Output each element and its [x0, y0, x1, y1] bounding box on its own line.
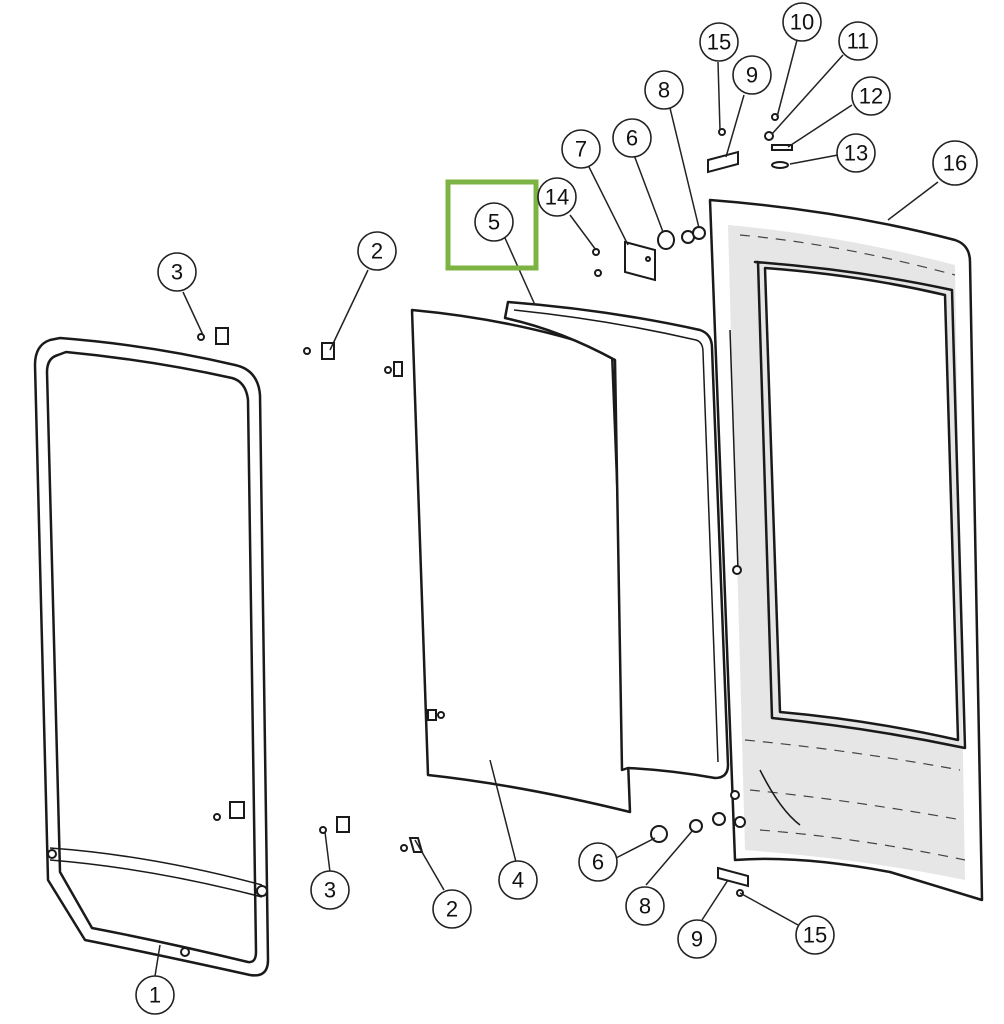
callout-15-bottom: 15: [795, 915, 835, 955]
svg-text:12: 12: [859, 84, 883, 109]
svg-text:14: 14: [545, 185, 569, 210]
svg-text:15: 15: [707, 30, 731, 55]
callout-10: 10: [782, 2, 822, 42]
svg-text:13: 13: [844, 141, 868, 166]
callout-8-bottom: 8: [625, 886, 665, 926]
callout-3-top: 3: [157, 252, 197, 292]
hardware-parts: [197, 113, 793, 897]
callout-5: 5: [474, 202, 514, 242]
svg-text:15: 15: [803, 923, 827, 948]
svg-text:9: 9: [691, 927, 703, 952]
callout-2-bottom: 2: [432, 889, 472, 929]
svg-text:16: 16: [943, 151, 967, 176]
svg-text:3: 3: [171, 260, 183, 285]
callout-8-top: 8: [644, 70, 684, 110]
callout-4: 4: [498, 860, 538, 900]
callout-15-top: 15: [699, 22, 739, 62]
callout-1: 1: [135, 975, 175, 1015]
part-4-glass-panel: [410, 308, 632, 814]
svg-text:6: 6: [592, 850, 604, 875]
svg-text:10: 10: [790, 10, 814, 35]
svg-text:8: 8: [639, 894, 651, 919]
callout-3-bottom: 3: [310, 870, 350, 910]
svg-text:8: 8: [658, 78, 670, 103]
leader-lines: [154, 39, 939, 977]
svg-text:11: 11: [847, 29, 870, 54]
callout-2-top: 2: [357, 231, 397, 271]
svg-text:9: 9: [746, 63, 758, 88]
callout-9-top: 9: [732, 55, 772, 95]
svg-text:2: 2: [446, 897, 458, 922]
svg-text:4: 4: [512, 868, 524, 893]
callout-11: 11: [838, 21, 878, 61]
svg-text:5: 5: [488, 210, 500, 235]
part-16-door-frame: [708, 198, 984, 902]
svg-text:6: 6: [626, 126, 638, 151]
callout-12: 12: [851, 76, 891, 116]
part-5-gasket: [503, 300, 730, 780]
svg-text:2: 2: [371, 239, 383, 264]
callout-13: 13: [836, 133, 876, 173]
part-1-frame: [33, 336, 270, 977]
highlight-box: [445, 179, 539, 271]
callout-7: 7: [561, 129, 601, 169]
callout-14: 14: [537, 177, 577, 217]
svg-text:1: 1: [149, 983, 161, 1008]
svg-text:3: 3: [324, 878, 336, 903]
callout-16: 16: [932, 140, 978, 186]
callout-9-bottom: 9: [677, 919, 717, 959]
callout-6-bottom: 6: [578, 842, 618, 882]
svg-text:7: 7: [575, 137, 587, 162]
callout-6-top: 6: [612, 118, 652, 158]
